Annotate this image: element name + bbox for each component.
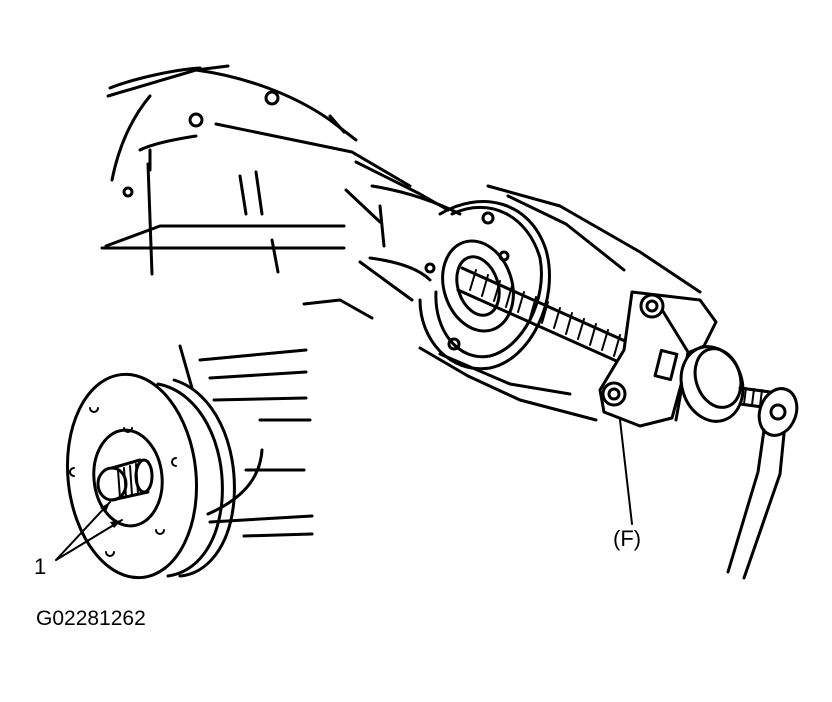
callout-1-leaders [55,501,123,561]
axle-tube [368,184,462,282]
callout-f-label: (F) [613,526,642,551]
callout-f-leader [619,419,633,525]
callout-1-label: 1 [34,554,47,579]
figure-code: G02281262 [36,607,146,630]
differential-housing [100,64,450,320]
puller-tool [418,184,799,580]
thread-pattern [469,269,633,362]
axle-flange-detail [65,344,314,580]
